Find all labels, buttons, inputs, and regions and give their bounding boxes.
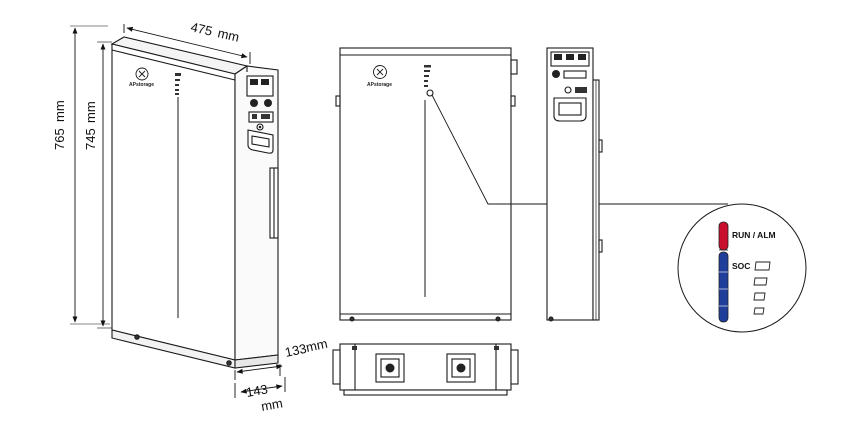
front-indicator-callout-origin — [426, 89, 434, 97]
front-logo-icon — [373, 65, 387, 79]
run-alm-label: RUN / ALM — [732, 230, 776, 240]
front-logo-text: APstorage — [367, 82, 392, 88]
soc-level-mark-1 — [754, 261, 771, 271]
base-depth-value: 143 — [245, 381, 269, 400]
soc-level-mark-4 — [753, 307, 765, 315]
isometric-view — [110, 36, 279, 369]
iso-logo-text: APstorage — [129, 82, 154, 88]
inner-height-unit: mm — [83, 101, 98, 123]
iso-logo-icon — [135, 67, 149, 81]
soc-level-mark-2 — [753, 277, 768, 286]
depth-unit: mm — [305, 336, 329, 355]
run-alm-led — [718, 221, 729, 251]
base-depth-unit: mm — [260, 395, 284, 414]
iso-dimension-lines — [70, 24, 286, 398]
width-dimension-unit: mm — [216, 25, 240, 44]
inner-height-value: 745 — [83, 128, 98, 150]
side-view — [546, 47, 603, 322]
iso-front-face — [111, 43, 236, 361]
iso-handle-icon — [247, 129, 274, 154]
bottom-view — [332, 343, 519, 396]
bottom-port-left — [375, 353, 405, 383]
bottom-port-right — [446, 353, 476, 383]
depth-value: 133 — [284, 341, 308, 360]
outer-height-value: 765 — [52, 128, 67, 150]
soc-level-mark-3 — [753, 292, 766, 301]
width-dimension-value: 475 — [189, 19, 214, 38]
front-view — [335, 47, 728, 322]
detail-callout-circle — [677, 203, 807, 333]
soc-label: SOC — [732, 261, 750, 271]
bottom-body — [339, 343, 512, 391]
indicator-detail — [677, 203, 807, 333]
callout-leader-line — [431, 94, 728, 205]
outer-height-unit: mm — [52, 100, 67, 122]
soc-led-bar — [718, 251, 729, 323]
side-body — [546, 47, 594, 321]
iso-connector-panel — [246, 75, 274, 131]
